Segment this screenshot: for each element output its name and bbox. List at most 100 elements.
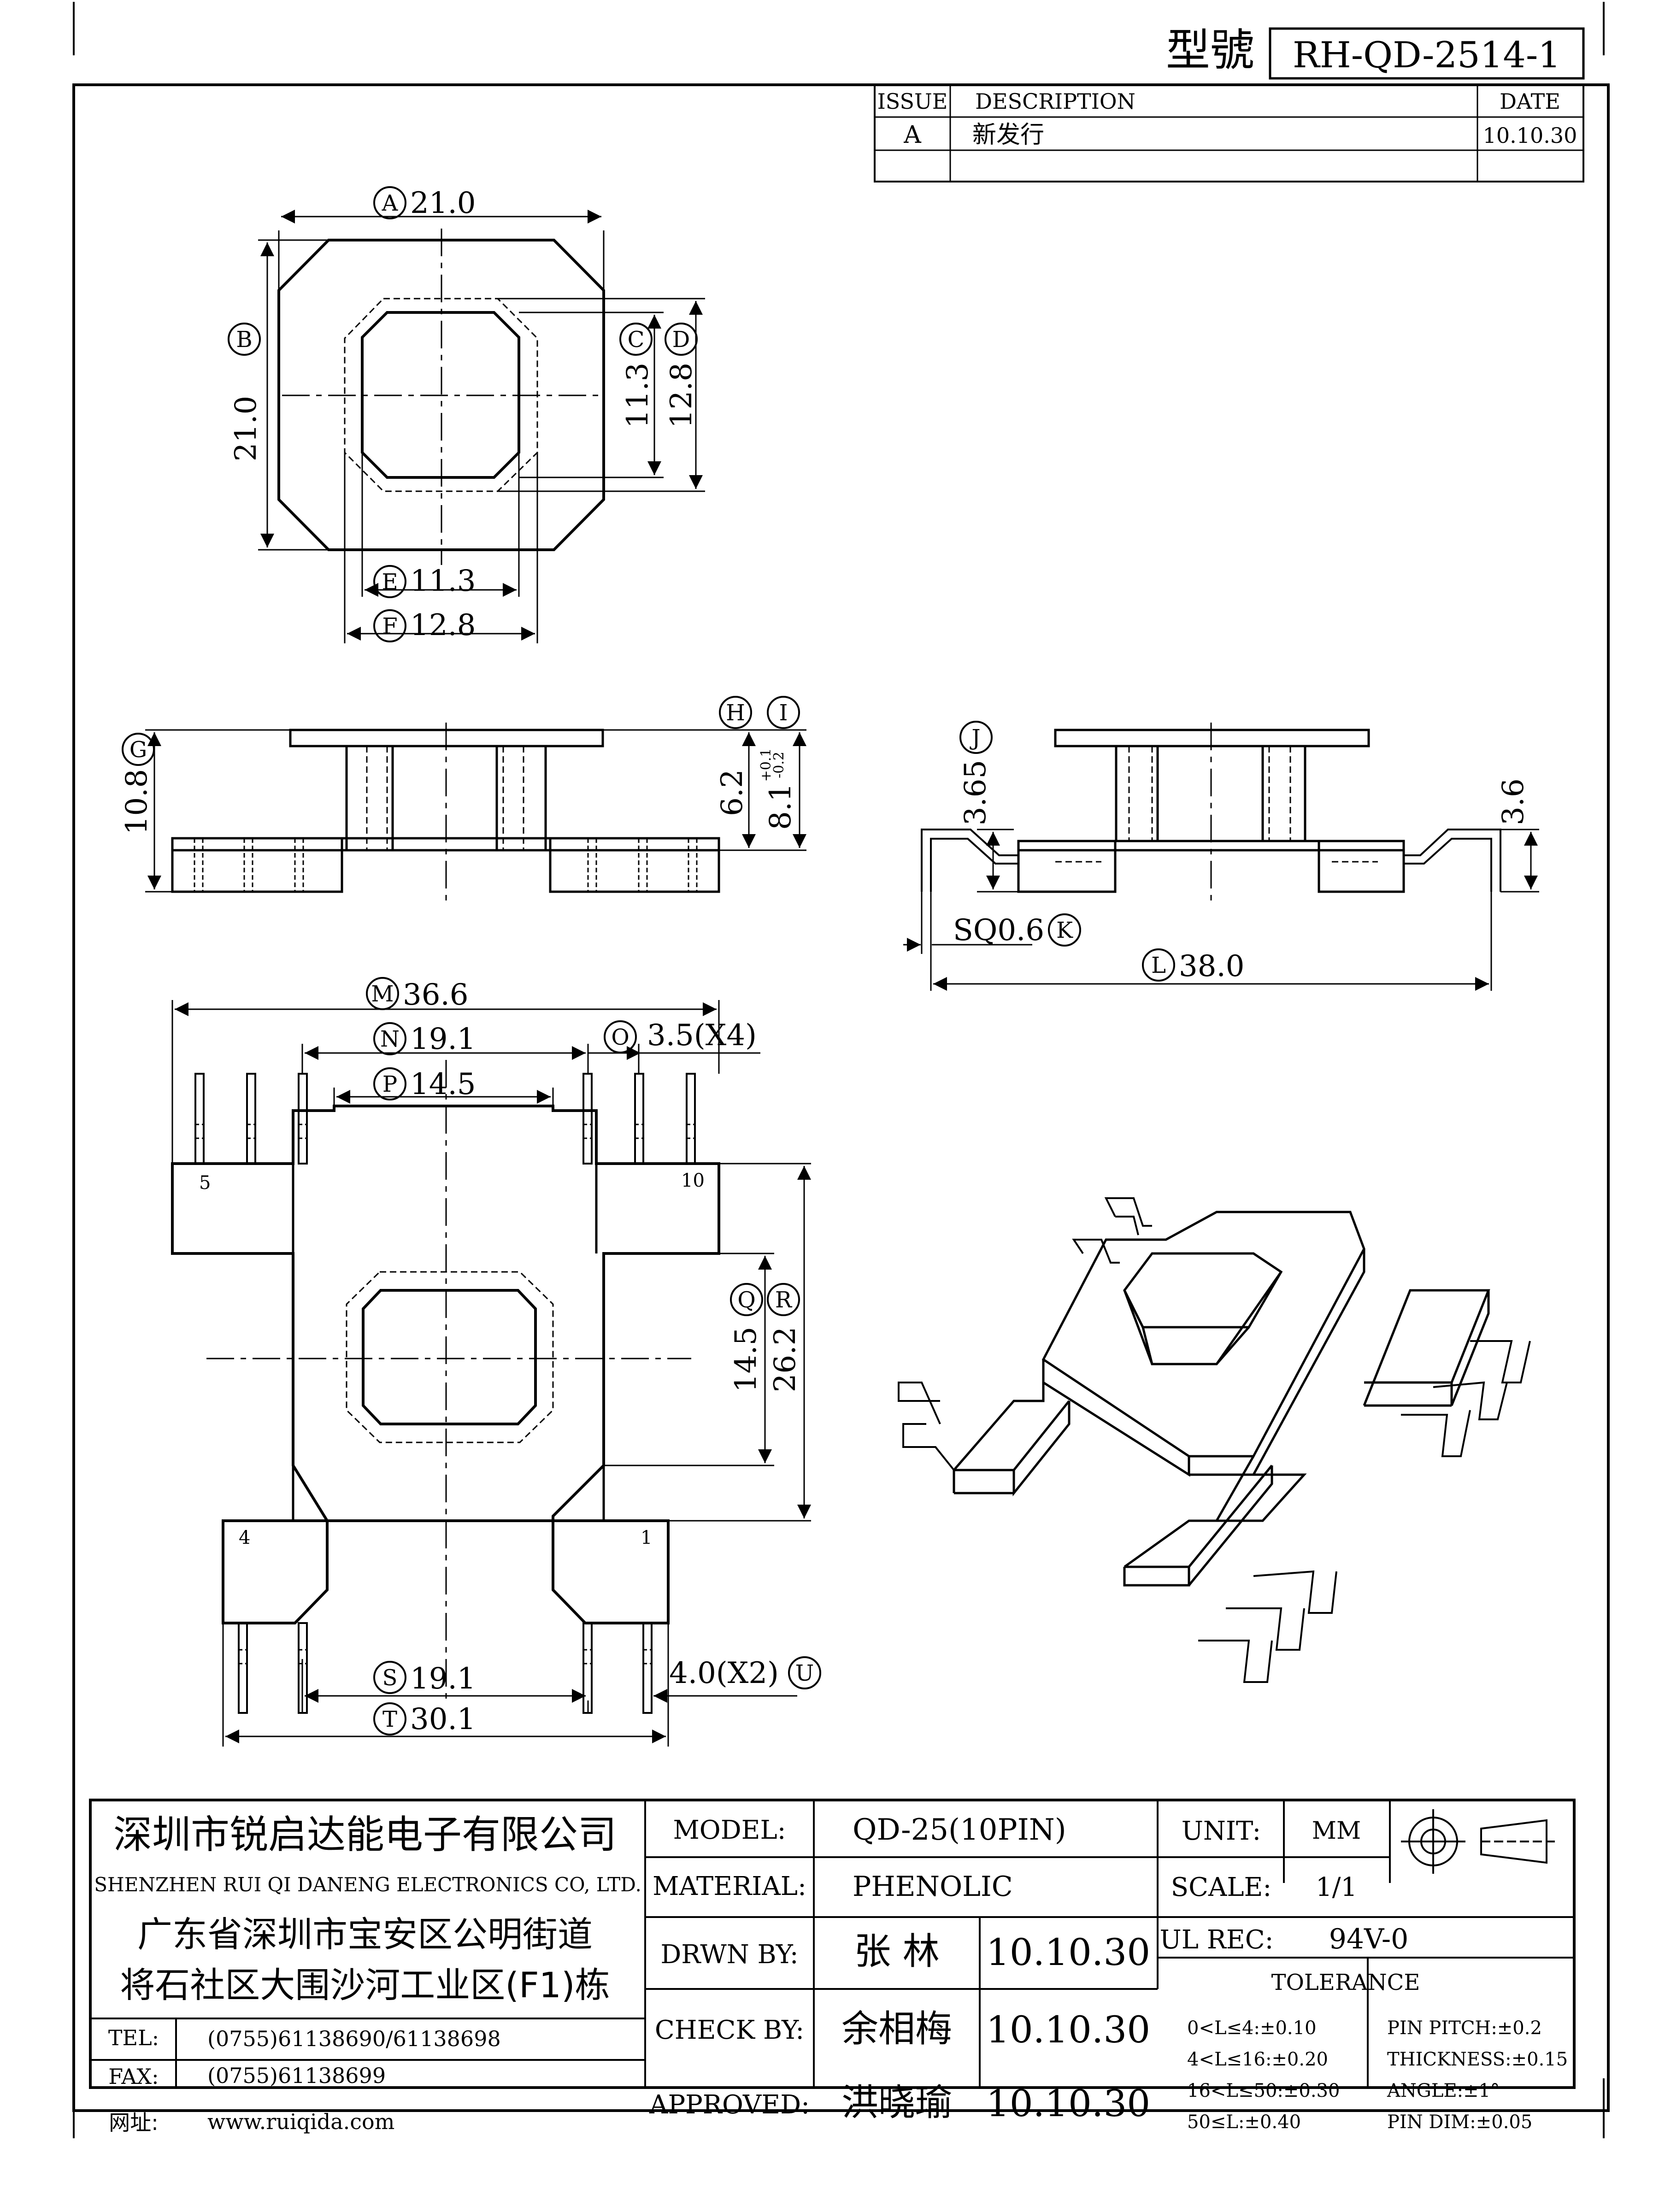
tel-label: TEL:: [108, 2025, 159, 2050]
side-view: J 3.65 3.6 SQ0.6 K L 38.0: [903, 721, 1539, 991]
third-angle-projection-symbol: [1401, 1809, 1558, 1874]
model-number: RH-QD-2514-1: [1293, 35, 1561, 76]
spec-thickness: THICKNESS:±0.15: [1387, 2049, 1568, 2070]
unit-value: MM: [1312, 1817, 1361, 1845]
dim-O: 3.5(X4): [647, 1018, 757, 1053]
ul-label: UL REC:: [1160, 1925, 1274, 1955]
svg-text:K: K: [1056, 918, 1073, 943]
tolerance-50-up: 50≤L:±0.40: [1187, 2112, 1301, 2133]
svg-text:I: I: [779, 700, 788, 726]
svg-text:F: F: [382, 613, 397, 639]
revision-issue: A: [903, 121, 922, 149]
dim-T: 30.1: [410, 1702, 476, 1736]
dim-S: 19.1: [410, 1662, 476, 1696]
drawn-date: 10.10.30: [986, 1931, 1150, 1974]
address-line-2: 将石社区大围沙河工业区(F1)栋: [120, 1965, 610, 2006]
title-block: 深圳市锐启达能电子有限公司 SHENZHEN RUI QI DANENG ELE…: [89, 1799, 1576, 2135]
spec-angle: ANGLE:±1°: [1387, 2080, 1500, 2101]
svg-text:B: B: [236, 327, 252, 353]
model-field-label: MODEL:: [673, 1815, 786, 1845]
bottom-view: 5 10 4 1 M 36.6 N 19.1 O 3.5(X4) P 14.5 …: [171, 977, 821, 1747]
window-inner: [361, 311, 520, 479]
revision-table: ISSUE DESCRIPTION DATE A 新发行 10.10.30: [874, 84, 1584, 182]
model-header: 型號 RH-QD-2514-1: [1166, 24, 1585, 80]
check-date: 10.10.30: [986, 2008, 1150, 2051]
revision-header-description: DESCRIPTION: [975, 89, 1135, 114]
svg-text:L: L: [1151, 953, 1166, 978]
dim-D: 12.8: [665, 363, 699, 429]
tolerance-0-4: 0<L≤4:±0.10: [1187, 2018, 1317, 2039]
dim-H: 6.2: [715, 769, 749, 816]
svg-text:J: J: [969, 725, 980, 751]
model-value: QD-25(10PIN): [853, 1813, 1066, 1847]
pin-label-1: 1: [641, 1527, 652, 1548]
model-label: 型號: [1166, 24, 1254, 76]
svg-text:C: C: [628, 327, 645, 353]
svg-text:A: A: [382, 190, 399, 216]
revision-header-date: DATE: [1500, 89, 1560, 114]
dim-pin-height: 3.6: [1496, 778, 1530, 825]
svg-text:E: E: [382, 569, 398, 595]
dim-A: 21.0: [410, 186, 476, 220]
revision-date: 10.10.30: [1483, 123, 1577, 148]
fax-label: FAX:: [108, 2064, 159, 2089]
approved-date: 10.10.30: [986, 2082, 1150, 2125]
dim-G: 10.8: [120, 769, 154, 835]
svg-text:O: O: [611, 1024, 629, 1050]
dim-B: 21.0: [229, 396, 263, 462]
scale-value: 1/1: [1316, 1872, 1357, 1902]
drawn-by-label: DRWN BY:: [660, 1940, 798, 1970]
approved-label: APPROVED:: [649, 2090, 810, 2120]
dim-C: 11.3: [621, 363, 655, 429]
tel-value: (0755)61138690/61138698: [207, 2026, 501, 2051]
revision-description: 新发行: [972, 121, 1044, 149]
sheet-border: [72, 83, 1610, 2112]
material-label: MATERIAL:: [653, 1871, 806, 1901]
svg-text:U: U: [795, 1660, 814, 1686]
svg-text:R: R: [775, 1287, 793, 1313]
dim-I-tol-minus: -0.2: [771, 752, 787, 778]
dim-P: 14.5: [410, 1067, 476, 1101]
dim-L: 38.0: [1179, 949, 1245, 983]
address-line-1: 广东省深圳市宝安区公明街道: [137, 1914, 593, 1955]
dim-Q: 14.5: [729, 1327, 763, 1393]
pin-label-4: 4: [239, 1527, 250, 1548]
company-name-en: SHENZHEN RUI QI DANENG ELECTRONICS CO, L…: [94, 1873, 641, 1896]
dim-U: 4.0(X2): [669, 1656, 779, 1690]
svg-text:H: H: [726, 700, 745, 726]
svg-text:N: N: [380, 1026, 400, 1052]
fax-value: (0755)61138699: [207, 2063, 386, 2088]
spec-pin-pitch: PIN PITCH:±0.2: [1387, 2018, 1542, 2039]
dim-I: 8.1: [764, 783, 798, 830]
dim-I-tol-plus: +0.1: [758, 748, 774, 782]
tolerance-16-50: 16<L≤50:±0.30: [1187, 2080, 1340, 2101]
ul-value: 94V-0: [1329, 1923, 1409, 1955]
spec-pin-dim: PIN DIM:±0.05: [1387, 2112, 1532, 2133]
svg-text:M: M: [371, 981, 394, 1007]
unit-label: UNIT:: [1182, 1816, 1261, 1846]
isometric-view: [898, 1197, 1531, 1683]
pin-label-5: 5: [199, 1172, 211, 1194]
svg-text:D: D: [672, 327, 690, 353]
dim-F: 12.8: [410, 608, 476, 642]
dim-M: 36.6: [403, 978, 469, 1012]
company-name-cn: 深圳市锐启达能电子有限公司: [113, 1812, 617, 1857]
material-value: PHENOLIC: [853, 1871, 1013, 1903]
svg-text:G: G: [129, 737, 147, 763]
dim-R: 26.2: [768, 1327, 802, 1393]
svg-text:T: T: [382, 1706, 397, 1732]
tolerance-4-16: 4<L≤16:±0.20: [1187, 2049, 1328, 2070]
front-view: G 10.8 H I 6.2 8.1 +0.1 -0.2: [120, 696, 806, 903]
dim-N: 19.1: [410, 1022, 476, 1056]
svg-text:S: S: [382, 1665, 398, 1691]
scale-label: SCALE:: [1171, 1872, 1272, 1902]
center-lines: [282, 229, 599, 565]
svg-text:Q: Q: [737, 1287, 755, 1313]
flange-outline: [277, 239, 605, 551]
tolerance-label: TOLERANCE: [1271, 1970, 1420, 1995]
pin-label-10: 10: [681, 1170, 705, 1191]
model-number-box: [1269, 27, 1585, 80]
dim-E: 11.3: [410, 564, 476, 598]
check-by-value: 余相梅: [841, 2007, 952, 2050]
